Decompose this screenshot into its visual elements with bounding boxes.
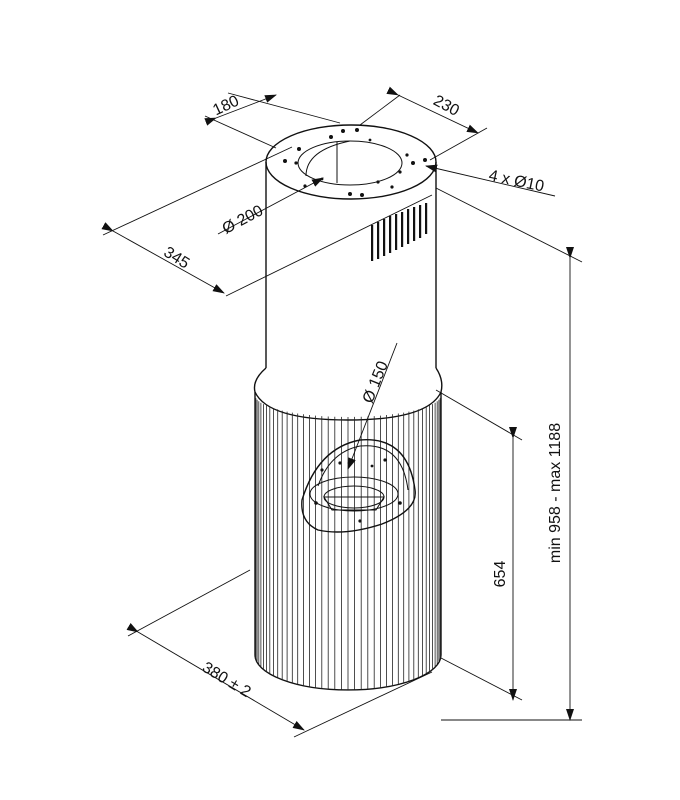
dim-height-range: min 958 - max 1188 bbox=[547, 423, 564, 563]
dim-654: 654 bbox=[492, 561, 509, 588]
filter-ring bbox=[309, 476, 399, 512]
dim-duct-200: Ø 200 bbox=[220, 202, 267, 238]
hood-opening bbox=[301, 439, 416, 533]
upper-chimney bbox=[265, 124, 437, 368]
dim-380: 380 ± 2 bbox=[199, 659, 254, 701]
dim-opening-150: Ø 150 bbox=[360, 359, 392, 406]
duct-opening bbox=[297, 140, 403, 186]
dim-230: 230 bbox=[430, 92, 462, 120]
dim-180: 180 bbox=[210, 93, 241, 120]
dimension-lines bbox=[101, 86, 583, 738]
body-ribs bbox=[255, 396, 441, 690]
dim-holes: 4 x Ø10 bbox=[487, 167, 545, 195]
lower-body bbox=[253, 367, 443, 691]
chimney-top-ellipse bbox=[265, 124, 437, 200]
vent-slots bbox=[371, 203, 428, 261]
mounting-holes bbox=[283, 128, 427, 197]
dim-345: 345 bbox=[161, 244, 193, 273]
